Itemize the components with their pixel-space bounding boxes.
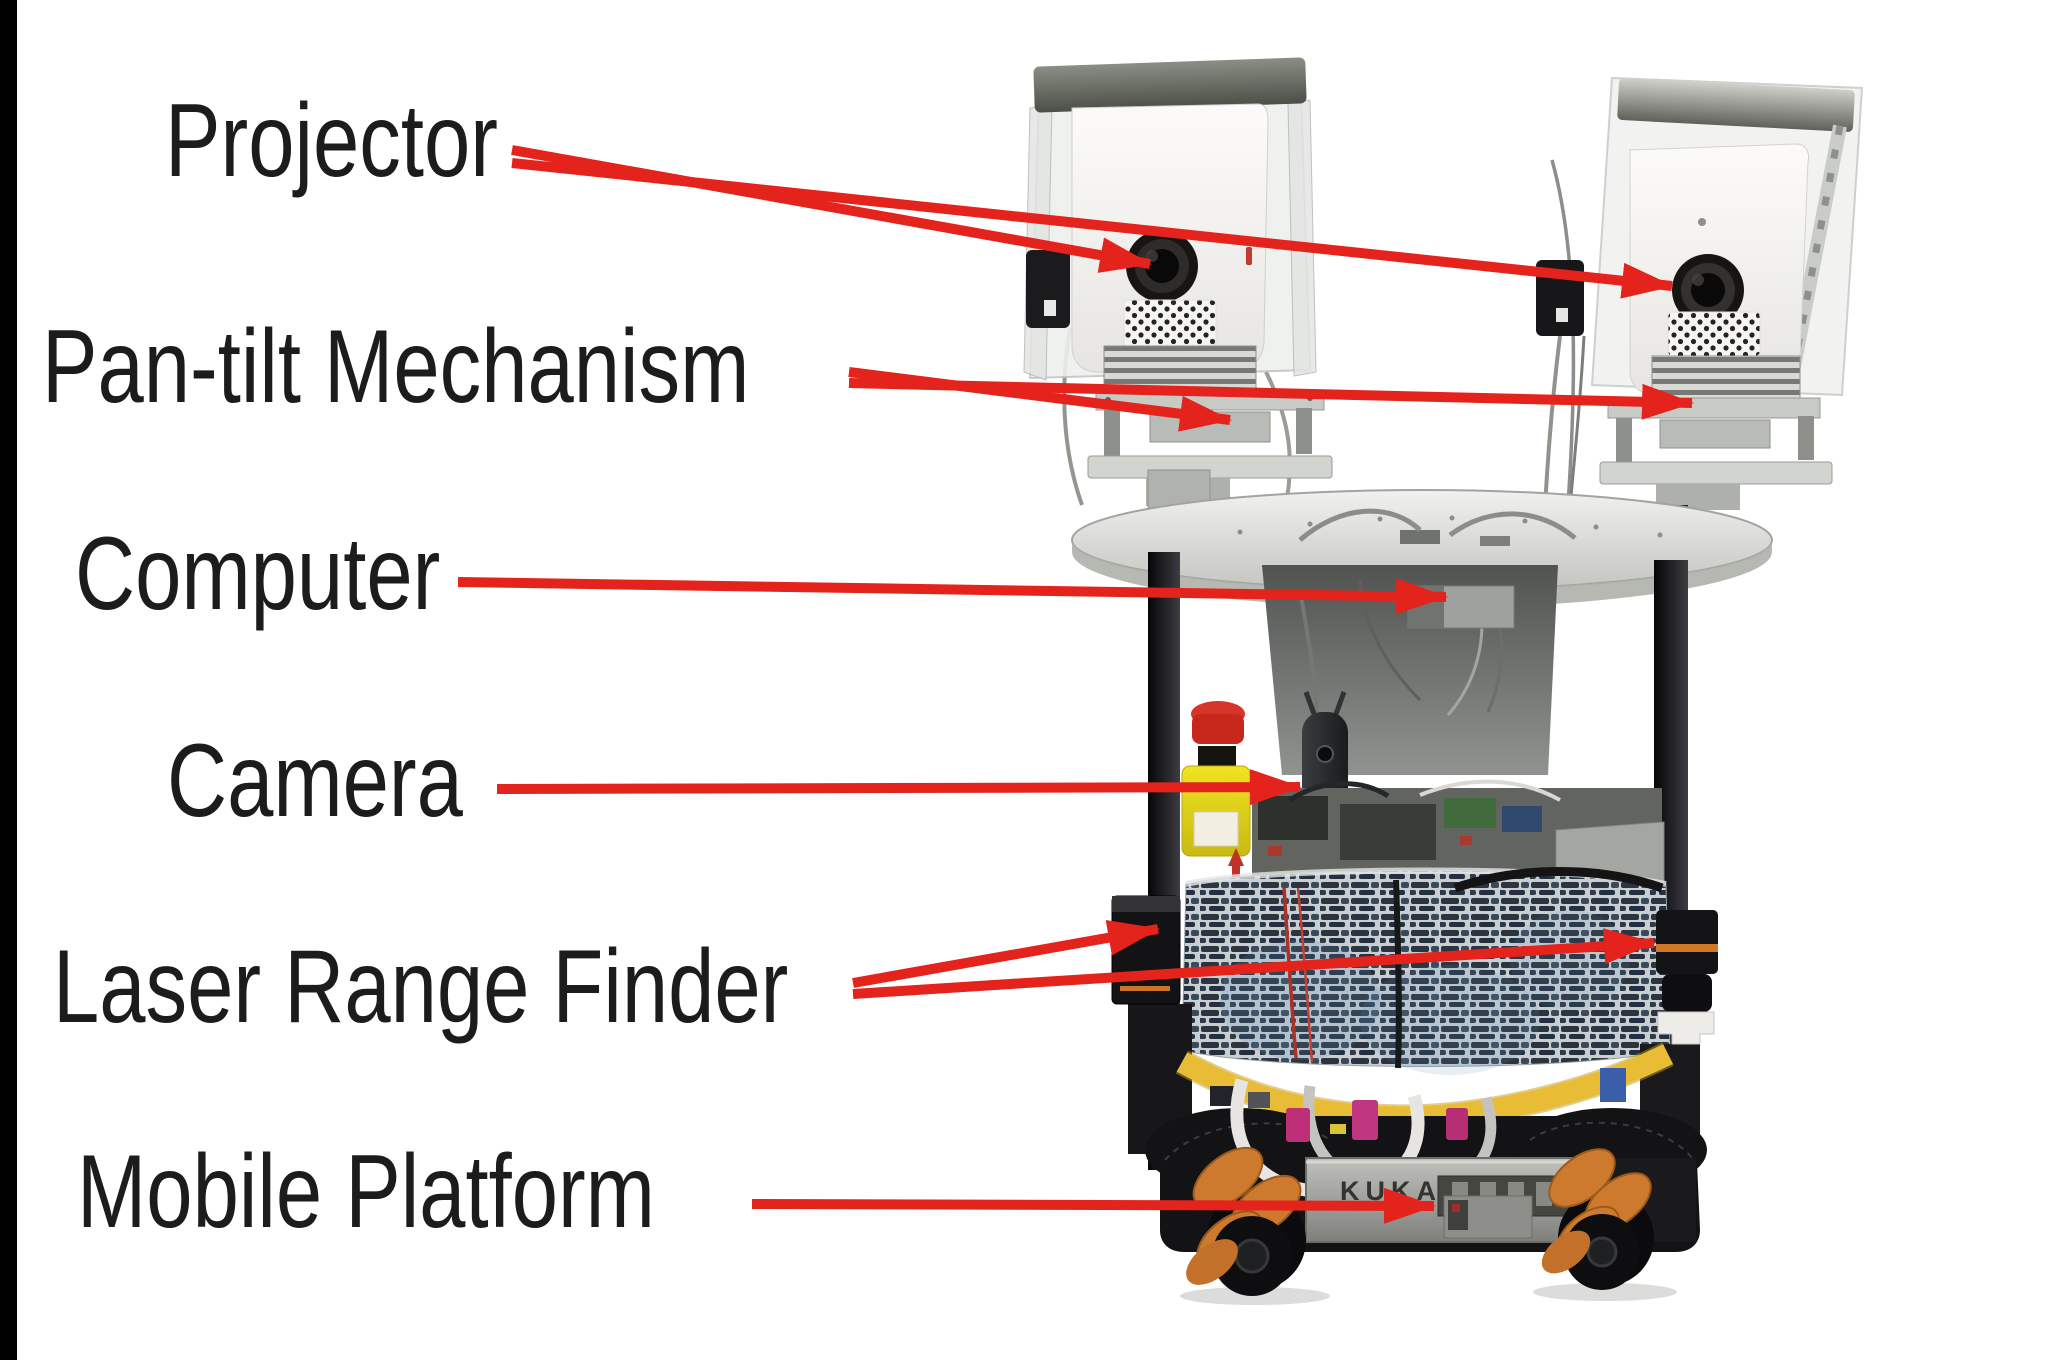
mobile-platform-base: KUKA	[1145, 1068, 1707, 1305]
label-pan-tilt-mechanism: Pan-tilt Mechanism	[42, 309, 750, 425]
laser-range-finder-arrow-left	[852, 919, 1160, 988]
speaker-grille	[1667, 311, 1761, 357]
label-camera: Camera	[167, 723, 463, 839]
projector-right	[1536, 76, 1864, 510]
annotation-arrows	[457, 145, 1694, 1224]
mesh-body	[1181, 867, 1671, 1075]
label-computer: Computer	[75, 516, 441, 632]
electronics-tray	[1228, 779, 1665, 900]
mobile-platform-arrow	[751, 1187, 1436, 1224]
label-mobile-platform: Mobile Platform	[77, 1134, 655, 1250]
projector-top-bar	[1617, 78, 1855, 132]
laser-range-finder-arrow-right	[852, 928, 1656, 999]
label-laser-range-finder: Laser Range Finder	[53, 929, 789, 1045]
projector-left	[1023, 57, 1333, 506]
computer-arrow	[457, 577, 1448, 615]
mecanum-wheel-right	[1541, 1148, 1654, 1290]
projector-arrow-left	[511, 145, 1152, 273]
front-plate: KUKA	[1305, 1157, 1587, 1243]
mecanum-wheel-left	[1186, 1146, 1306, 1296]
emergency-stop-button	[1181, 701, 1251, 857]
pan-tilt-mechanism-right	[1599, 397, 1833, 510]
side-connector	[1026, 250, 1070, 328]
projector-lens	[1672, 254, 1744, 326]
speaker-grille	[1123, 299, 1217, 347]
label-projector: Projector	[165, 83, 498, 199]
left-edge-bar	[0, 0, 17, 1360]
heatsink-fins	[1651, 355, 1801, 399]
camera-arrow	[496, 769, 1302, 806]
heatsink-fins	[1103, 345, 1257, 391]
projector-top-bar	[1033, 57, 1307, 113]
pan-tilt-arrow-right	[848, 378, 1694, 420]
projector-arrow-right	[511, 158, 1674, 299]
